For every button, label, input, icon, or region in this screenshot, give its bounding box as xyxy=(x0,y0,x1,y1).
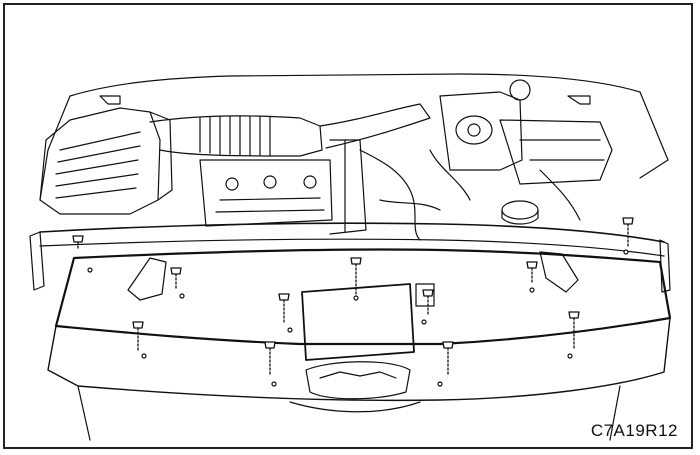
right-bracket xyxy=(539,251,579,293)
air-intake-housing xyxy=(39,107,173,215)
hood-opening-outline xyxy=(69,73,669,179)
clip-6 xyxy=(278,293,290,325)
clip-5 xyxy=(622,217,634,247)
figure-code: C7A19R12 xyxy=(590,421,678,440)
battery-tray xyxy=(499,119,613,185)
hood-latch-plate xyxy=(415,283,435,307)
clip-3 xyxy=(350,257,362,295)
center-access-panel xyxy=(301,283,415,361)
push-pin-clips xyxy=(72,217,634,377)
mounting-holes xyxy=(87,249,629,387)
clip-7 xyxy=(422,289,434,315)
clip-10 xyxy=(442,341,454,377)
left-bracket xyxy=(127,257,167,301)
coolant-reservoir xyxy=(439,79,531,171)
radiator-cap xyxy=(501,200,539,225)
clip-1 xyxy=(72,235,84,251)
clip-9 xyxy=(264,341,276,377)
radiator-shroud-panel xyxy=(54,248,672,346)
wiring-harness xyxy=(359,149,421,241)
intake-duct xyxy=(149,103,431,157)
hood-latch-opening xyxy=(305,361,411,400)
front-cross-member xyxy=(39,222,665,243)
engine-manifold xyxy=(199,139,367,235)
figure-border xyxy=(3,3,693,449)
clip-2 xyxy=(170,267,182,291)
clip-11 xyxy=(568,311,580,351)
clip-4 xyxy=(526,261,538,285)
clip-8 xyxy=(132,321,144,351)
